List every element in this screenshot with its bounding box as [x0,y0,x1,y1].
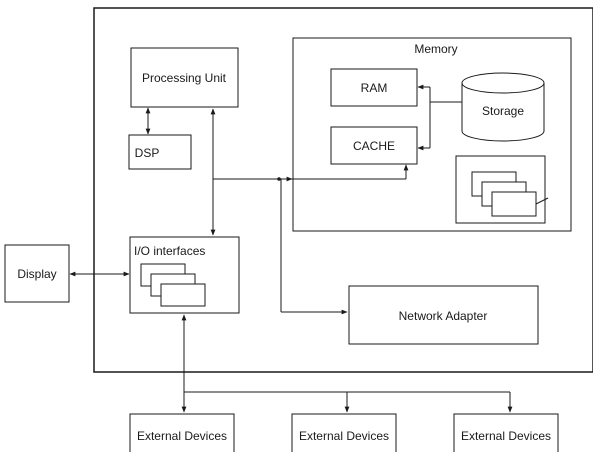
ram-label: RAM [361,81,388,95]
ram-box: RAM [330,68,418,107]
external-device-1: External Devices [129,413,235,452]
cache-label: CACHE [353,139,395,153]
processing-unit-box: Processing Unit [130,47,239,108]
storage-to-ram-cache-connector [417,84,462,151]
external-device-label: External Devices [299,429,389,443]
dsp-box: DSP [128,134,192,170]
storage-label: Storage [482,104,524,118]
network-adapter-box: Network Adapter [348,285,539,345]
external-device-label: External Devices [137,429,227,443]
display-label: Display [17,267,56,281]
external-device-label: External Devices [461,429,551,443]
processing-unit-label: Processing Unit [142,71,227,85]
network-adapter-label: Network Adapter [399,309,488,323]
memory-region: Memory [292,37,572,232]
storage-cylinder: Storage [461,72,545,142]
memory-module-stack-icon [455,155,549,224]
memory-label: Memory [414,42,457,56]
io-external-bus [181,314,513,413]
system-boundary [93,7,593,373]
external-device-3: External Devices [453,413,559,452]
external-device-2: External Devices [291,413,397,452]
io-interfaces-box: I/O interfaces [129,236,240,314]
io-interfaces-label: I/O interfaces [134,244,205,258]
display-box: Display [4,244,70,303]
bus-to-network-adapter [280,179,348,315]
cache-box: CACHE [330,126,418,165]
bus-to-memory [213,164,409,182]
dsp-label: DSP [135,146,160,160]
